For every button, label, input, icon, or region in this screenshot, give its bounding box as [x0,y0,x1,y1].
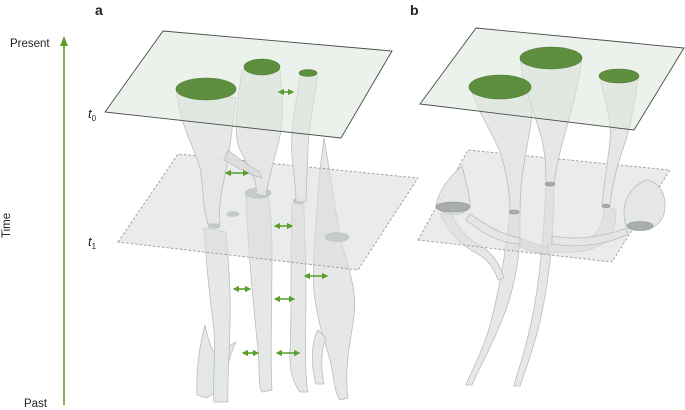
plane-a-t0 [104,30,393,139]
gene-flow-arrows-a [224,88,329,357]
time-axis-arrowhead [60,36,68,46]
t1-subscript: 1 [92,242,97,251]
lineage-a-blob-1 [175,77,237,101]
time-point-t0: t0 [88,106,97,123]
axis-present-label: Present [10,38,50,50]
cut-b-2 [544,181,556,187]
lineage-a-blob-3 [298,69,318,77]
cut-b-1 [508,209,520,215]
tube-b-trunk [465,211,521,386]
t0-symbol: t [88,106,93,121]
panel-label-b: b [410,2,419,18]
time-axis: Present Past Time [1,36,68,410]
pod-b-left [435,165,471,215]
axis-past-label: Past [24,398,48,410]
axis-time-title: Time [1,213,13,238]
tube-a-long-1 [203,227,231,403]
time-point-t1: t1 [88,234,97,251]
cut-b-pod-left [435,201,471,213]
svg-text:t0: t0 [88,106,97,123]
lineage-b-blob-1 [468,74,532,100]
lineage-a-blob-2 [243,58,281,76]
tube-b-upper-left [469,85,533,213]
plane-b-t0 [419,27,685,131]
cut-b-3 [601,203,611,209]
panel-label-a: a [95,2,103,18]
panel-a [104,30,419,403]
tube-a-branch-right [312,329,327,385]
lineage-b-blob-2 [519,46,583,70]
tube-b-pod-right-cross [551,227,629,247]
plane-a-t1 [117,153,419,271]
svg-text:t1: t1 [88,234,97,251]
tube-a-upper-cross [223,149,263,179]
t0-subscript: 0 [92,114,97,123]
t1-symbol: t [88,234,93,249]
tube-b-pod-left-cross [465,213,521,245]
panel-b [417,27,685,387]
cut-b-pod-right [626,221,654,231]
lineage-b-blob-3 [598,68,640,84]
